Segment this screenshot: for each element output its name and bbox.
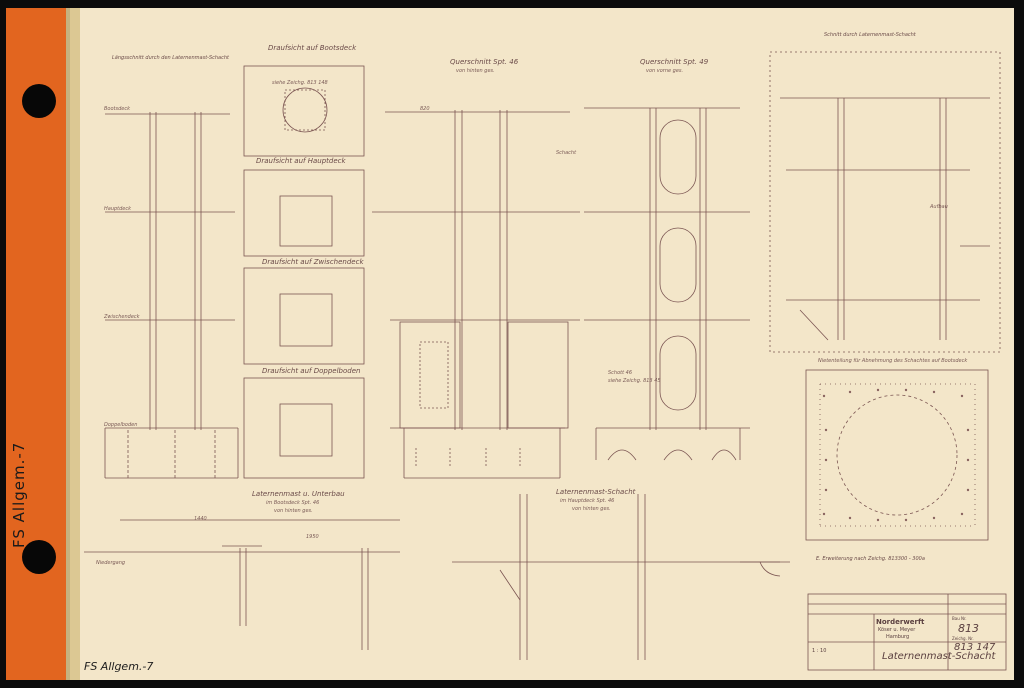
view-title-schnitt-schacht: Schnitt durch Laternenmast-Schacht xyxy=(824,32,916,38)
title-block-ship-no-label: Bau Nr. xyxy=(952,616,967,621)
view-subtitle-querschnitt-49: von vorne ges. xyxy=(646,68,684,74)
view-title-draufsicht-bootsdeck: Draufsicht auf Bootsdeck xyxy=(268,44,357,52)
punch-hole-top xyxy=(22,84,56,118)
view-title-querschnitt-46: Querschnitt Spt. 46 xyxy=(450,58,519,66)
view-title-laternenmast-unterbau: Laternenmast u. Unterbau xyxy=(252,490,345,498)
bottom-corner-label: FS Allgem.-7 xyxy=(84,660,154,673)
drawing-sheet xyxy=(70,8,1014,680)
title-block-drawing-no: 813 147 xyxy=(954,642,996,653)
title-block-company-sub1: Köser u. Meyer xyxy=(878,627,916,633)
view-subtitle-laternenmast-unterbau-1: im Bootsdeck Spt. 46 xyxy=(266,500,320,506)
view-title-draufsicht-zwischendeck: Draufsicht auf Zwischendeck xyxy=(262,258,364,266)
title-block-drawing-no-label: Zeichg. Nr. xyxy=(952,636,974,641)
view-subtitle-laternenmast-schacht-2: von hinten ges. xyxy=(572,506,611,512)
view-subtitle-querschnitt-46: von hinten ges. xyxy=(456,68,495,74)
annotation-schott-ref: siehe Zeichg. 813 45 xyxy=(608,378,661,384)
view-title-draufsicht-doppelboden: Draufsicht auf Doppelboden xyxy=(262,367,361,375)
deck-label-zwischendeck: Zwischendeck xyxy=(104,314,140,320)
view-title-nietenteilung: Nietenteilung für Abnehmung des Schachte… xyxy=(818,358,968,364)
title-block-drawing-title: Laternenmast-Schacht xyxy=(882,651,996,662)
view-title-laternenmast-schacht: Laternenmast-Schacht xyxy=(556,488,636,496)
note-ersetzung: E. Erweiterung nach Zeichg. 813300 - 300… xyxy=(816,556,925,562)
title-block-company: Norderwerft xyxy=(876,618,925,626)
view-subtitle-laternenmast-unterbau-2: von hinten ges. xyxy=(274,508,313,514)
deck-label-hauptdeck: Hauptdeck xyxy=(104,206,132,212)
sheet-tape xyxy=(66,8,80,680)
annotation-aufbau: Aufbau xyxy=(930,204,948,210)
punch-hole-bottom xyxy=(22,540,56,574)
deck-label-doppelboden: Doppelboden xyxy=(104,422,138,428)
title-block-scale: 1 : 10 xyxy=(812,648,827,654)
view-title-laengsschnitt: Längsschnitt durch den Laternenmast-Scha… xyxy=(112,55,229,61)
annotation-schacht: Schacht xyxy=(556,150,577,156)
annotation-niedergang: Niedergang xyxy=(96,560,126,566)
view-title-querschnitt-49: Querschnitt Spt. 49 xyxy=(640,58,709,66)
title-block-company-sub2: Hamburg xyxy=(886,634,910,640)
deck-label-bootsdeck: Bootsdeck xyxy=(104,106,131,112)
view-title-draufsicht-hauptdeck: Draufsicht auf Hauptdeck xyxy=(256,157,346,165)
title-block-ship-no: 813 xyxy=(958,622,979,635)
view-subtitle-laternenmast-schacht-1: im Hauptdeck Spt. 46 xyxy=(560,498,615,504)
annotation-dimension-1440: 1440 xyxy=(194,516,207,522)
annotation-reference: siehe Zeichg. 813 148 xyxy=(272,80,328,86)
annotation-schott-46: Schott 46 xyxy=(608,370,633,376)
annotation-dimension-820: 820 xyxy=(420,106,430,112)
annotation-dimension-1950: 1950 xyxy=(306,534,319,540)
